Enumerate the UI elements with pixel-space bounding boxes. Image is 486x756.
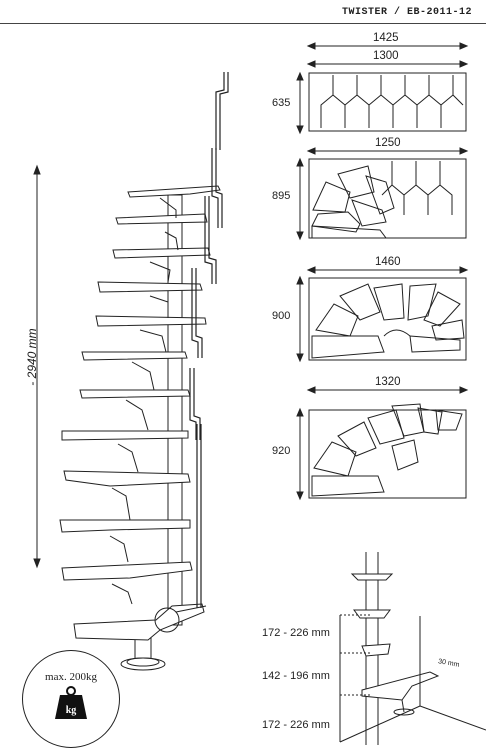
weight-icon: kg (54, 685, 88, 719)
plan-4-depth: 920 (272, 445, 291, 457)
tread (112, 247, 211, 259)
treads (59, 185, 221, 641)
detail-callout-circle (154, 607, 180, 633)
plan-2-outline (308, 158, 467, 239)
max-load-badge: max. 200kg kg (22, 650, 120, 748)
plan-1-dimensions (296, 42, 469, 135)
document-title: TWISTER / EB-2011-12 (341, 7, 472, 18)
riser-top-range: 172 - 226 mm (262, 627, 330, 639)
plan-1-depth: 635 (272, 97, 291, 109)
tread (127, 185, 221, 198)
plan-3-outline (308, 277, 467, 361)
tread (81, 351, 188, 361)
detail-leader (175, 605, 207, 613)
plan-4-width: 1320 (375, 376, 401, 388)
plan-4-outline (308, 403, 467, 499)
plan-2-width: 1250 (375, 137, 401, 149)
plan-3-depth: 900 (272, 310, 291, 322)
riser-bottom-range: 172 - 226 mm (262, 719, 330, 731)
handrail (189, 72, 229, 608)
tread-brackets (109, 197, 179, 605)
weight-unit: kg (65, 705, 77, 716)
plan-4-dimensions (296, 386, 469, 501)
plan-1-outline (308, 72, 467, 132)
plan-3-width: 1460 (375, 256, 401, 268)
plan-2-depth: 895 (272, 190, 291, 202)
tread (61, 430, 189, 441)
tread (61, 561, 193, 581)
height-dimension-line (33, 164, 41, 569)
plan-3-dimensions (296, 266, 469, 363)
tread (95, 315, 207, 327)
plan-2-dimensions (296, 147, 469, 241)
max-load-text: max. 200kg (45, 671, 97, 683)
riser-mid-range: 142 - 196 mm (262, 670, 330, 682)
header-rule (0, 23, 486, 24)
tread (73, 603, 205, 641)
tread (115, 213, 208, 225)
plan-1-inner-width: 1300 (373, 50, 399, 62)
riser-detail-drawing (339, 552, 486, 745)
total-height-label: - 2940 mm (25, 328, 39, 386)
tread (97, 281, 203, 293)
tread (59, 519, 191, 533)
tread (63, 470, 191, 487)
plan-1-outer-width: 1425 (373, 32, 399, 44)
tread (79, 389, 191, 399)
